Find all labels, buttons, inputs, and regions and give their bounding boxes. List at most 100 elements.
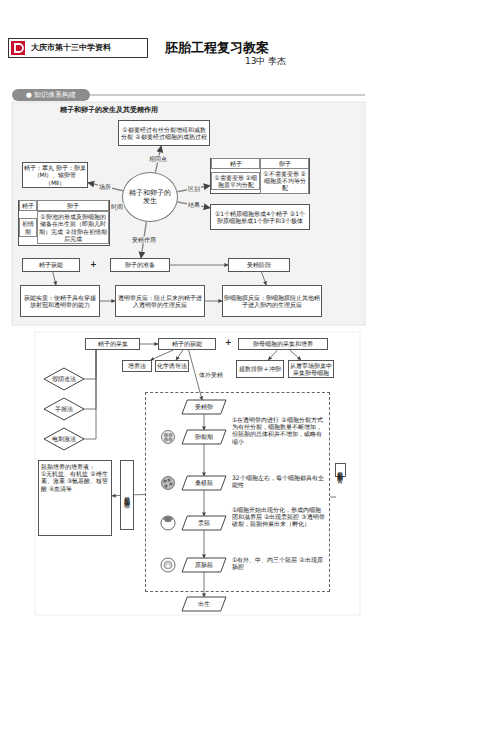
connector [134,494,145,495]
process-box: 受精阶段 [228,258,290,272]
school-box: 大庆市第十三中学资料 [8,38,148,58]
process-box: 精子的采集 [85,338,140,350]
edge-label: 体外受精 [198,371,224,378]
node-text: 受精卵 [195,403,213,410]
node-text: 精子 [211,158,260,169]
shape-outline [182,430,226,444]
node-text: 卵裂期 [195,433,213,440]
node-text: 桑椹胚 [195,479,213,486]
connector [204,414,205,430]
process-box: 获能实质：使精子具有穿越放射冠和透明带的能力 [20,285,100,317]
vertical-box: 早期胚胎培养 [120,460,134,530]
stage-note: 32个细胞左右，每个细胞都具有全能性 [232,474,327,488]
connector [262,272,267,285]
node-text: ①都要经过有丝分裂增殖和减数分裂 ②都要经过细胞的成熟过程 [120,126,208,140]
panel [12,102,365,325]
node-text: ①无机盐、有机盐 ②维生素、激素 ③氨基酸、核苷酸 ④血清等 [41,470,109,492]
edge-label: 时间 [110,203,124,210]
method-box: 从屠宰场卵巢中采集卵母细胞 [288,360,334,378]
node-text: 超数排卵+冲卵 [239,365,280,372]
connector [205,301,222,302]
connector [268,350,277,360]
node-text: 卵母细胞的采集和培养 [253,340,313,347]
shape-outline [44,428,84,450]
connector [204,490,205,516]
connector [84,350,96,439]
bracket-line [330,497,336,498]
node-text: 精子：睾丸 卵子：卵巢（MⅠ）、输卵管（MⅡ） [24,164,86,186]
method-box: 超数排卵+冲卵 [236,360,284,378]
center-circle: 精子和卵子的发生 [122,172,178,222]
blastocyst-cell [161,516,175,530]
connector [84,350,96,409]
plus-sign: + [90,260,102,270]
stage-note: ①有外、中、内三个胚层 ②出现原肠腔 [232,556,327,570]
author-name: 13中 李杰 [245,56,315,67]
node-text: 精子 [19,200,37,211]
connector [290,350,301,360]
gastrula-cell [161,558,175,572]
node-text: 早期胚胎发育 [335,463,346,477]
node-text: ①不需要变形 ②细胞质不均等分配 [260,168,309,194]
stage-parallelogram: 卵裂期 [182,430,226,444]
stage-note: ①在透明带内进行 ②细胞分裂方式为有丝分裂，细胞数量不断增加，但胚胎的总体积并不… [232,416,327,445]
section-tag: ● 知识体系构建 [12,89,90,101]
node-text: 卵子的准备 [125,261,155,268]
compare-table: 精子卵子①需要变形 ②细胞质平均分配①不需要变形 ②细胞质不均等分配 [210,158,310,194]
process-box: 卵子的准备 [110,258,170,272]
decision-diamond: 电刺激法 [44,428,84,450]
method-box: 培养法 [122,360,152,372]
decision-diamond: 手握法 [44,398,84,420]
node-text: 化学诱导法 [157,362,187,369]
node-text: 初情期 [19,218,37,236]
edge-label: 场所 [98,183,112,190]
process-box: ①1个精原细胞形成4个精子 ②1个卵原细胞形成1个卵子和3个极体 [210,204,310,230]
edge-label: 区别 [187,185,201,192]
node-text: 精子获能 [39,261,63,268]
connector [100,301,115,302]
node-text: 电刺激法 [52,435,76,442]
connector [177,186,210,192]
connector [204,444,205,476]
stage-parallelogram: 桑椹胚 [182,476,226,490]
connector [84,350,96,379]
node-text: 大庆市第十三中学资料 [31,43,111,53]
shape-outline [182,476,226,490]
node-text: ● 知识体系构建 [26,91,76,99]
node-text: 精子的采集 [98,340,128,347]
stage-parallelogram: 受精卵 [182,400,226,414]
node-text: ①卵泡的形成及卵细胞的储备在出生前（即胎儿时期）完成 ②排卵在初情期后完成 [37,211,109,244]
connector [204,572,205,597]
zygote-cell [162,431,175,444]
node-text: 精子的获能 [172,340,202,347]
page-title: 胚胎工程复习教案 [165,40,269,56]
connector [176,350,183,360]
logo [15,44,23,52]
shape-outline [182,400,226,414]
shape-outline [182,516,226,530]
connector [53,272,56,285]
node-text: 获能实质：使精子具有穿越放射冠和透明带的能力 [22,294,98,308]
diagram-title: 精子和卵子的发生及其受精作用 [60,106,230,114]
shape-outline [182,597,226,611]
node-text: 从屠宰场卵巢中采集卵母细胞 [290,362,332,376]
process-box: 精子：睾丸 卵子：卵巢（MⅠ）、输卵管（MⅡ） [22,162,88,188]
connector [112,495,120,496]
node-text: 精子和卵子的发生 [129,189,171,206]
stage-parallelogram: 出生 [182,597,226,611]
node-text: ①1个精原细胞形成4个精子 ②1个卵原细胞形成1个卵子和3个极体 [212,210,308,224]
rule-line [90,95,365,96]
plus-sign: + [225,338,237,348]
process-box: 透明带反应：阻止后来的精子进入透明带的生理反应 [115,285,205,317]
stage-parallelogram: 原肠胚 [182,558,226,572]
node-text: 卵细胞膜反应：卵细胞膜阻止其他精子进入卵内的生理反应 [224,294,320,308]
morula-cell [162,477,175,490]
medium-box: 胚胎培养的培养液：①无机盐、有机盐 ②维生素、激素 ③氨基酸、核苷酸 ④血清等 [38,460,112,536]
edge-label: 受精作用 [131,236,157,243]
logo [11,41,25,55]
node-text: 培养法 [128,362,146,369]
process-box: 卵细胞膜反应：卵细胞膜阻止其他精子进入卵内的生理反应 [222,285,322,317]
connector [170,265,228,266]
node-text: 卵子 [37,200,109,211]
node-text: 假阴道法 [52,375,76,382]
